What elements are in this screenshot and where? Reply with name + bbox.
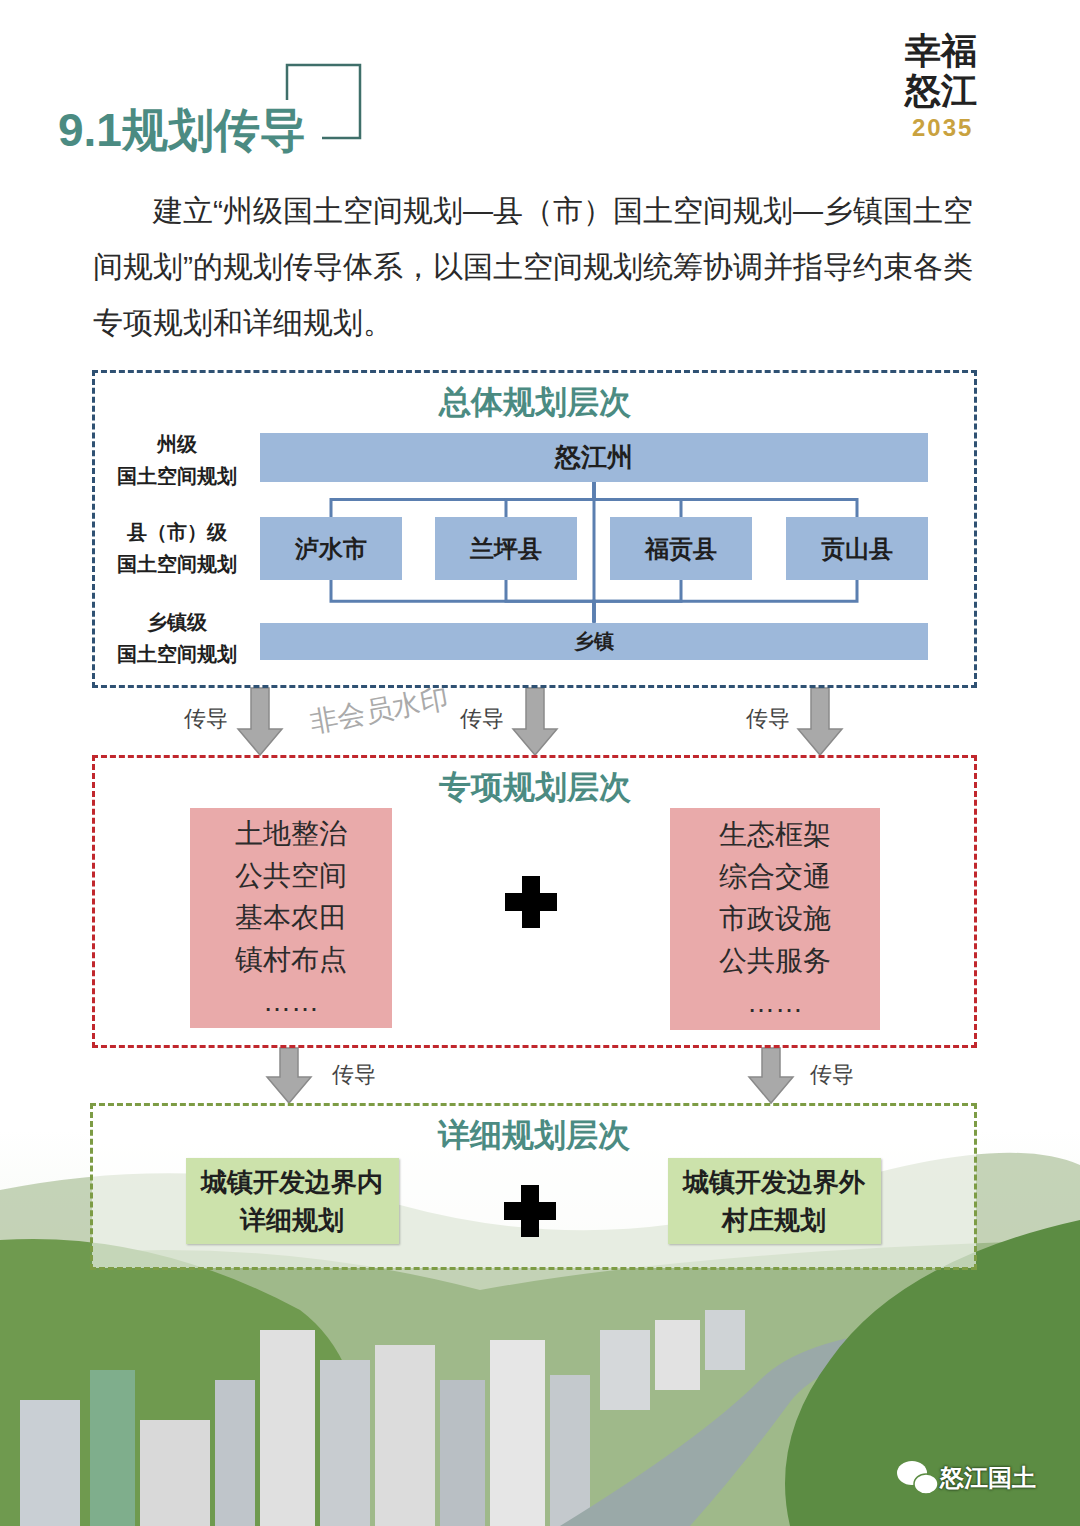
logo-text: 幸福怒江 [905, 32, 988, 111]
level-label: 县（市）级 国土空间规划 [112, 516, 242, 580]
node-text: 乡镇 [574, 628, 614, 655]
node-text: 福贡县 [645, 533, 717, 565]
topic-list-box: 生态框架综合交通市政设施公共服务…… [670, 808, 880, 1030]
node-text: …… [747, 982, 803, 1024]
intro-paragraph: 建立“州级国土空间规划—县（市）国土空间规划—乡镇国土空间规划”的规划传导体系，… [93, 183, 993, 351]
panel-veil [92, 1105, 976, 1268]
county-box: 兰坪县 [435, 517, 577, 580]
plan-box: 城镇开发边界内 详细规划 [186, 1158, 399, 1244]
transfer-arrow [267, 1048, 311, 1103]
page-title: 9.1规划传导 [58, 100, 306, 162]
county-box: 贡山县 [786, 517, 928, 580]
node-text: 综合交通 [719, 856, 831, 898]
edge-label: 传导 [744, 704, 792, 734]
level-panel: 总体规划层次怒江州泸水市 兰坪县 福贡县 贡山县乡镇 [92, 370, 977, 688]
panel-heading: 详细规划层次 [93, 1114, 974, 1158]
plus-sign [505, 876, 557, 928]
node-text: 城镇开发边界外 村庄规划 [678, 1163, 870, 1239]
node-text: 贡山县 [821, 533, 893, 565]
source-account: 怒江国土 [940, 1462, 1036, 1494]
county-box: 泸水市 [260, 517, 402, 580]
level-label: 州级 国土空间规划 [112, 428, 242, 492]
tree-line [594, 482, 857, 517]
plus-sign [504, 1185, 556, 1237]
node-text: 公共服务 [719, 940, 831, 982]
wechat-icon [897, 1461, 938, 1494]
edge-label: 传导 [458, 704, 506, 734]
edge-label: 传导 [182, 704, 230, 734]
node-text: 公共空间 [235, 855, 347, 897]
plan-box: 城镇开发边界外 村庄规划 [668, 1158, 881, 1244]
transfer-arrow [798, 688, 842, 755]
prefecture-band: 怒江州 [260, 433, 928, 482]
node-text: 生态框架 [719, 814, 831, 856]
tree-line [506, 482, 594, 517]
logo-year: 2035 [912, 114, 973, 142]
watermark: 非会员水印 [307, 680, 451, 742]
node-text: 市政设施 [719, 898, 831, 940]
node-text: …… [263, 981, 319, 1023]
node-text: 城镇开发边界内 详细规划 [196, 1163, 388, 1239]
level-panel: 详细规划层次城镇开发边界内 详细规划 城镇开发边界外 村庄规划 [90, 1103, 977, 1270]
node-text: 基本农田 [235, 897, 347, 939]
node-text: 泸水市 [295, 533, 367, 565]
level-panel: 专项规划层次土地整治公共空间基本农田镇村布点……生态框架综合交通市政设施公共服务… [92, 755, 977, 1048]
tree-line [506, 580, 594, 623]
county-box: 福贡县 [610, 517, 752, 580]
edge-label: 传导 [330, 1060, 378, 1090]
tree-line [331, 482, 594, 517]
panel-heading: 专项规划层次 [95, 766, 974, 810]
topic-list-box: 土地整治公共空间基本农田镇村布点…… [190, 808, 392, 1028]
transfer-arrow [749, 1048, 793, 1103]
tree-line [331, 580, 594, 623]
left-hill [0, 1239, 364, 1526]
panel-heading: 总体规划层次 [95, 381, 974, 425]
edge-label: 传导 [808, 1060, 856, 1090]
transfer-arrow [513, 688, 557, 755]
tree-line [594, 580, 857, 623]
node-text: 兰坪县 [470, 533, 542, 565]
level-label: 乡镇级 国土空间规划 [112, 606, 242, 670]
node-text: 怒江州 [555, 440, 633, 475]
transfer-arrow [238, 688, 282, 755]
node-text: 镇村布点 [235, 939, 347, 981]
township-band: 乡镇 [260, 623, 928, 660]
node-text: 土地整治 [235, 813, 347, 855]
